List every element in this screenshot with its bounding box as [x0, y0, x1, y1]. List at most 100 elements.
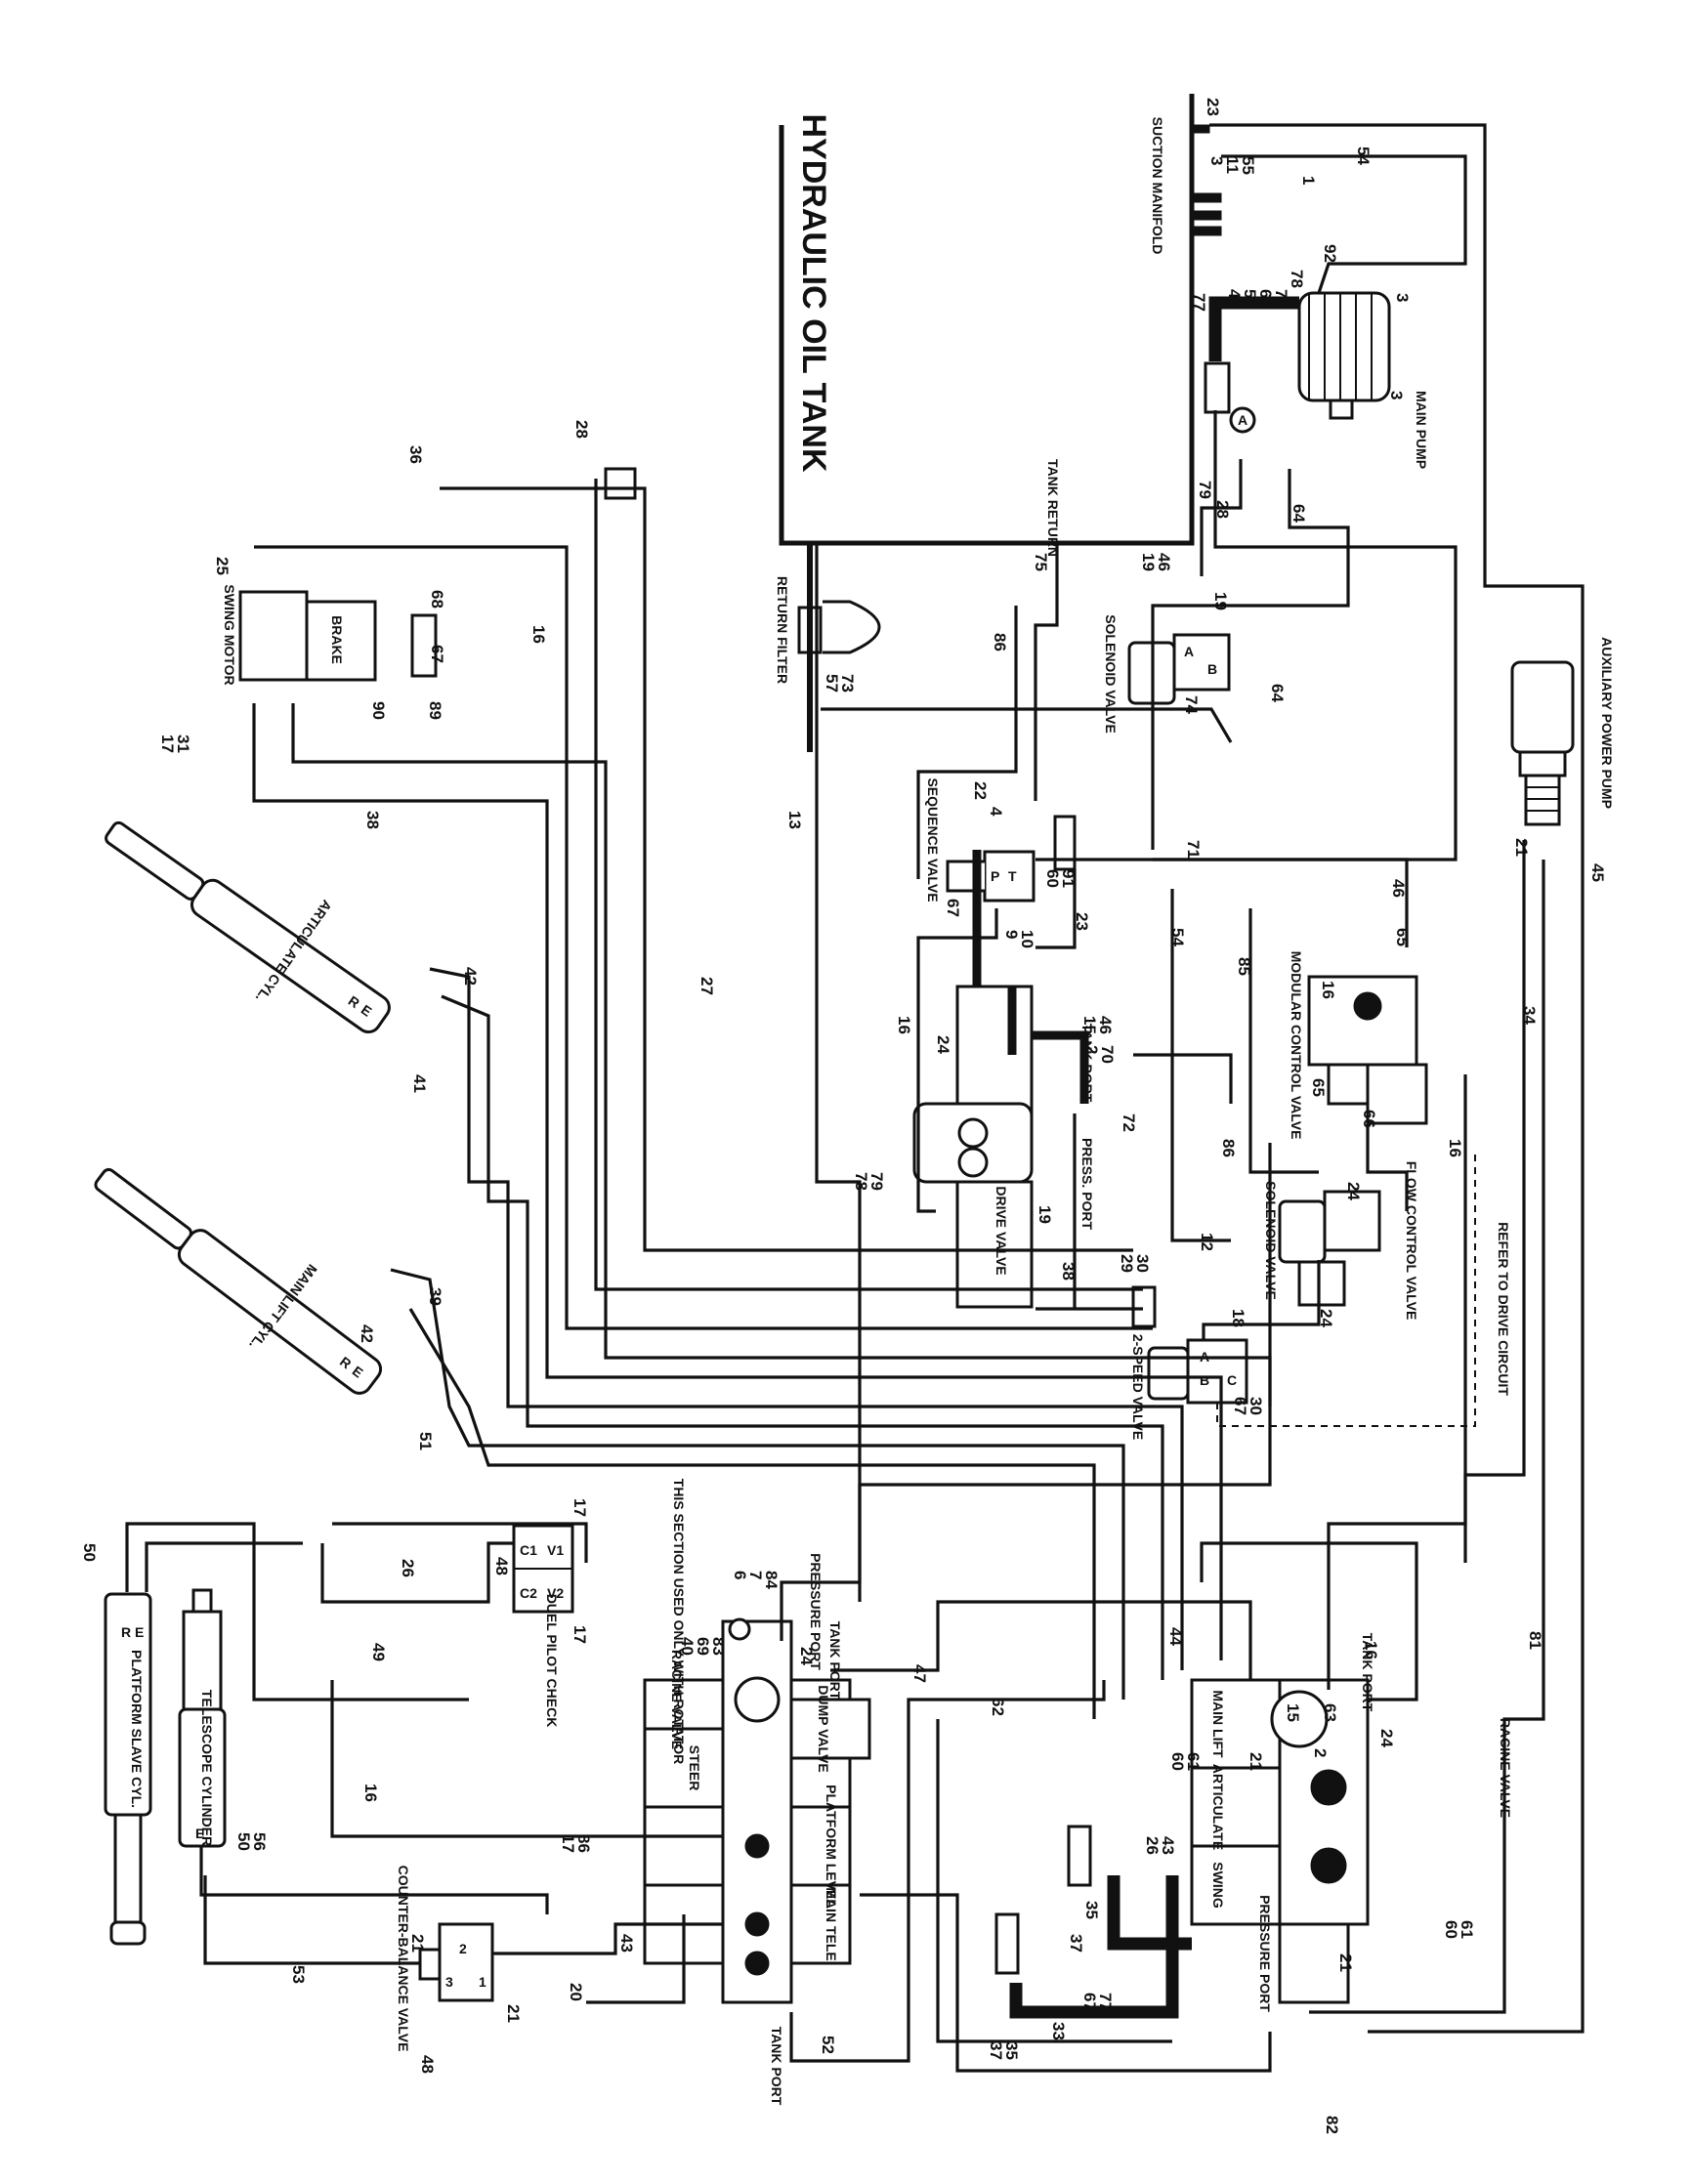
callout-3b: 3 — [1393, 293, 1412, 302]
callout-50a: 50 — [80, 1543, 99, 1562]
callout-28a: 28 — [1213, 500, 1232, 519]
callout-21a: 21 — [408, 1934, 427, 1953]
suction-manifold — [1191, 124, 1222, 236]
steer-label: STEER — [687, 1745, 702, 1791]
callout-62: 62 — [989, 1698, 1007, 1716]
callout-24a: 24 — [934, 1035, 952, 1054]
telescope-cylinder: TELESCOPE CYLINDER E — [178, 1588, 227, 1848]
port-e-slave: E — [135, 1624, 144, 1640]
callout-43a: 43 — [617, 1934, 636, 1953]
callout-1: 1 — [1299, 176, 1318, 185]
callout-92: 92 — [1321, 244, 1339, 263]
callout-9: 9 — [1002, 930, 1021, 939]
two-speed-b: B — [1200, 1372, 1209, 1388]
callout-2b: 2 — [1311, 1748, 1330, 1757]
inline-check-valves — [410, 361, 1231, 1975]
callout-46a: 46 — [1155, 553, 1173, 571]
callout-86b: 86 — [574, 1834, 593, 1853]
swing-motor-label: SWING MOTOR — [222, 584, 237, 685]
callout-19c: 19 — [1036, 1205, 1054, 1224]
callout-61b: 61 — [1458, 1920, 1476, 1939]
callout-16e: 16 — [1362, 1641, 1380, 1659]
callout-78a: 78 — [1288, 270, 1306, 288]
modular-control-label: MODULAR CONTROL VALVE — [1289, 951, 1304, 1140]
callout-64b: 64 — [1268, 684, 1287, 702]
callout-3a: 3 — [1207, 156, 1226, 165]
platform-slave-label: PLATFORM SLAVE CYL. — [129, 1650, 145, 1808]
seq-port-p: P — [991, 868, 999, 884]
callout-77a: 77 — [1190, 293, 1208, 312]
tank-return-label: TANK RETURN — [1045, 459, 1061, 557]
callout-6b: 6 — [731, 1571, 749, 1579]
callout-19b: 19 — [1211, 592, 1230, 610]
solenoid-upper-label: SOLENOID VALVE — [1103, 614, 1119, 734]
dpc-v1: V1 — [547, 1542, 564, 1558]
dpc-v2: V2 — [547, 1585, 564, 1601]
return-filter: RETURN FILTER — [775, 543, 881, 752]
callout-42a: 42 — [461, 967, 480, 986]
callout-48a: 48 — [492, 1557, 511, 1575]
callout-16c: 16 — [529, 625, 548, 644]
callout-85: 85 — [1235, 957, 1253, 976]
tank-title: HYDRAULIC OIL TANK — [795, 113, 832, 473]
dpc-label: DUEL PILOT CHECK — [544, 1594, 560, 1728]
callout-33: 33 — [1049, 2022, 1068, 2040]
callout-86a: 86 — [991, 633, 1009, 651]
callout-50b: 50 — [234, 1832, 253, 1851]
callout-71: 71 — [1184, 840, 1203, 859]
callout-7a: 7 — [1272, 289, 1290, 298]
callout-82: 82 — [1323, 2116, 1341, 2134]
callout-15b: 15 — [1284, 1703, 1302, 1722]
callout-48b: 48 — [418, 2055, 437, 2074]
callout-24d: 24 — [1377, 1729, 1396, 1747]
callout-19a: 19 — [1139, 553, 1158, 571]
main-tele-label: MAIN TELE — [824, 1887, 839, 1960]
drive-valve-label: DRIVE VALVE — [993, 1186, 1009, 1275]
callout-79b: 79 — [867, 1172, 886, 1191]
callout-49: 49 — [369, 1643, 388, 1661]
callout-28b: 28 — [572, 420, 591, 439]
refer-drive-label: REFER TO DRIVE CIRCUIT — [1496, 1222, 1511, 1396]
callout-16f: 16 — [1319, 981, 1337, 999]
sol-upper-b: B — [1207, 661, 1217, 677]
callout-21d: 21 — [1336, 1953, 1355, 1972]
callout-23a: 23 — [1204, 98, 1222, 116]
callout-21e: 21 — [1512, 838, 1531, 857]
callout-38b: 38 — [363, 811, 382, 829]
callout-24e: 24 — [1317, 1309, 1335, 1327]
callout-70: 70 — [1098, 1045, 1117, 1064]
callout-79a: 79 — [1196, 481, 1214, 499]
duel-pilot-check: C1 V1 C2 V2 DUEL PILOT CHECK — [512, 1524, 574, 1728]
callout-38a: 38 — [1059, 1262, 1078, 1281]
callout-29: 29 — [1118, 1254, 1136, 1273]
callout-5: 5 — [1241, 289, 1259, 298]
articulate-label: ARTICULATE — [1210, 1764, 1226, 1850]
callout-17c: 17 — [571, 1625, 589, 1644]
callout-20: 20 — [567, 1983, 585, 2001]
racine-left-label: RACINE VALVE — [669, 1650, 685, 1749]
tank-port-right: TANK PORT — [1360, 1633, 1375, 1712]
callout-35b: 35 — [1002, 2041, 1021, 2060]
section-note: THIS SECTION USED ONLY WITH ROTATOR — [671, 1479, 687, 1764]
callout-7b: 7 — [746, 1571, 765, 1579]
callout-91: 91 — [1059, 869, 1078, 888]
suction-manifold-label: SUCTION MANIFOLD — [1150, 117, 1165, 255]
callout-60c: 60 — [1442, 1920, 1460, 1939]
tank-port-left-upper: TANK PORT — [827, 1621, 843, 1701]
callout-numbers: 23 54 3 11 55 1 92 4 5 6 7 78 77 3 3 79 … — [80, 98, 1607, 2134]
tank-port-lower-label: TANK PORT — [769, 2027, 784, 2106]
callout-24b: 24 — [1344, 1182, 1363, 1200]
two-speed-valve: A B C 2-SPEED VALVE REFER TO DRIVE CIRCU… — [1130, 1153, 1511, 1440]
callout-35a: 35 — [1082, 1901, 1101, 1919]
callout-18: 18 — [1229, 1309, 1247, 1327]
callout-47: 47 — [910, 1664, 929, 1683]
callout-53: 53 — [289, 1965, 308, 1984]
callout-77b: 77 — [1096, 1993, 1115, 2011]
callout-37a: 37 — [1067, 1934, 1085, 1953]
callout-89: 89 — [426, 701, 444, 720]
callout-27: 27 — [698, 977, 716, 995]
sequence-label: SEQUENCE VALVE — [925, 777, 941, 902]
solenoid-valve-upper: A B SOLENOID VALVE — [1103, 614, 1231, 734]
callout-17b: 17 — [571, 1498, 589, 1517]
